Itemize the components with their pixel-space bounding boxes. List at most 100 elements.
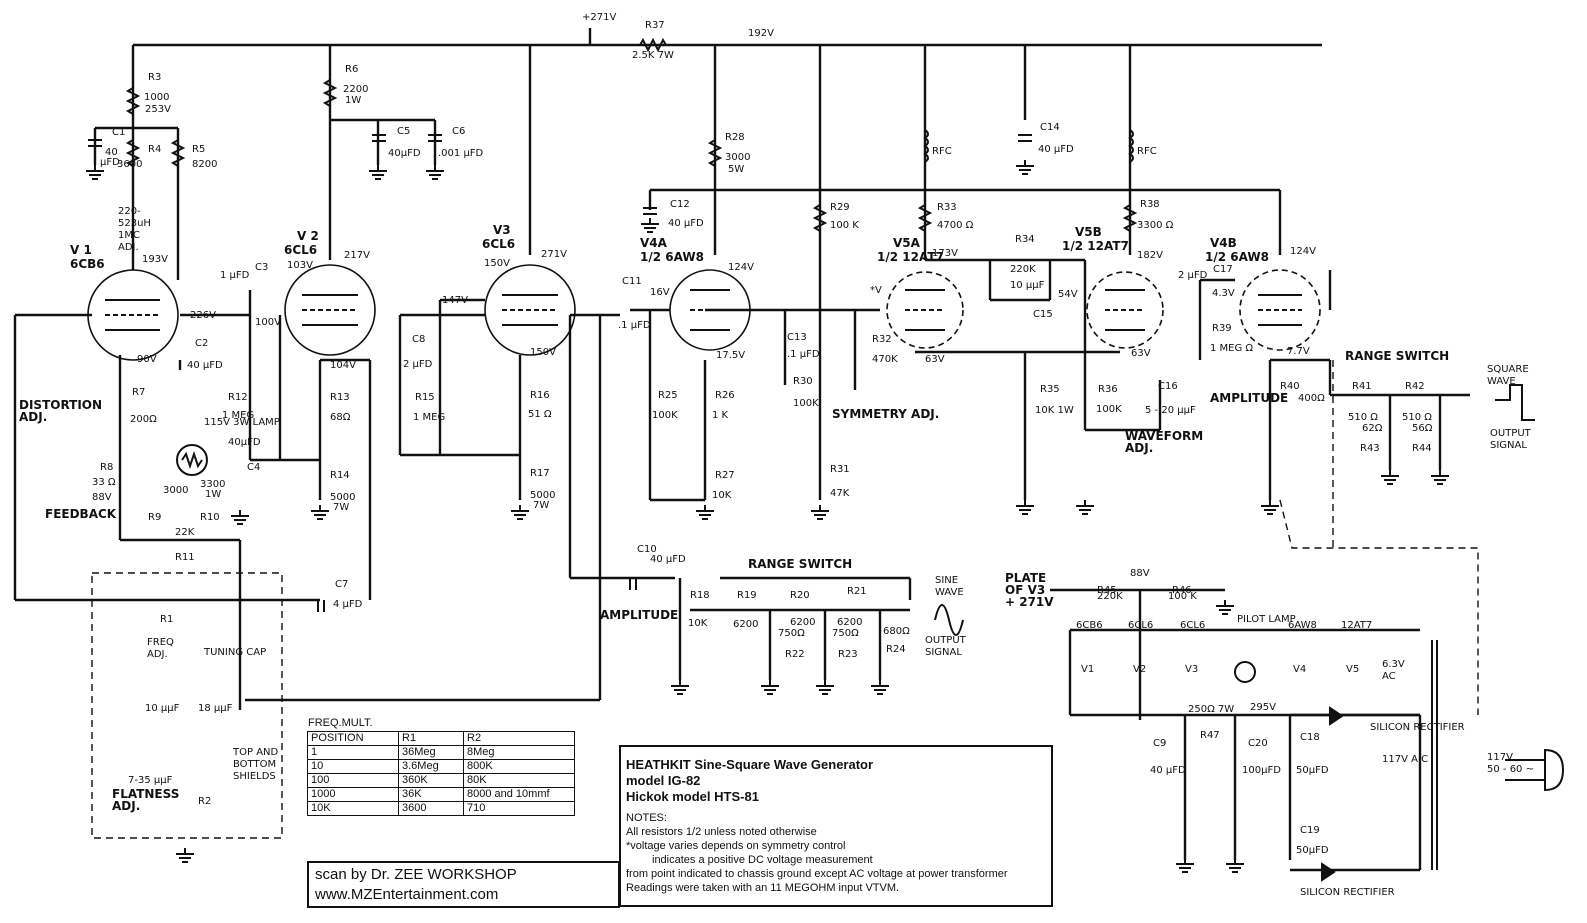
label-c1-unit: µFD	[100, 157, 120, 168]
label-v-192: 192V	[748, 28, 774, 39]
label-waveform-0: WAVEFORM	[1125, 429, 1203, 443]
label-v3-type: 6CL6	[482, 237, 515, 251]
label-r8: R8	[100, 462, 113, 473]
label-v4b-type: 1/2 6AW8	[1205, 250, 1269, 264]
label-r42-val: 510 Ω	[1402, 412, 1432, 423]
label-c13-val: .1 µFD	[787, 349, 820, 360]
label-distortion-1: ADJ.	[19, 410, 47, 424]
label-r6-w: 1W	[345, 95, 361, 106]
label-r42: R42	[1405, 381, 1425, 392]
label-r35: R35	[1040, 384, 1060, 395]
label-v5a-type: 1/2 12AT7	[877, 250, 944, 264]
label-c15-val: 10 µµF	[1010, 280, 1045, 291]
label-c-18uuf: 18 µµF	[198, 703, 233, 714]
label-r32-val: 470K	[872, 354, 898, 365]
label-c14-val: 40 µFD	[1038, 144, 1074, 155]
table-header-cell: R2	[463, 731, 575, 746]
label-c1: C1	[112, 127, 125, 138]
table-cell: 80K	[463, 773, 575, 788]
label-r45: R45	[1097, 585, 1117, 596]
label-r21-val: 6200	[837, 617, 862, 628]
label-r28-w: 5W	[728, 164, 744, 175]
label-c16: C16	[1158, 381, 1178, 392]
label-c16-val: 5 - 20 µµF	[1145, 405, 1196, 416]
table-header-cell: R1	[398, 731, 464, 746]
label-v117ac: 117V A C	[1382, 754, 1428, 765]
sine-wave-icon	[934, 604, 964, 636]
label-r10: R10	[200, 512, 220, 523]
table-cell: 10K	[307, 801, 399, 816]
label-c15: C15	[1033, 309, 1053, 320]
label-v-90: 90V	[137, 354, 157, 365]
label-r16-val: 51 Ω	[528, 409, 552, 420]
label-r33-val: 4700 Ω	[937, 220, 974, 231]
label-r39-val: 1 MEG Ω	[1210, 343, 1253, 354]
label-heater-ac-0: 6.3V	[1382, 659, 1405, 670]
label-r17-val: 5000	[530, 490, 555, 501]
label-r21: R21	[847, 586, 867, 597]
label-r22-val: 750Ω	[778, 628, 805, 639]
label-heater-tube-0: 6CB6	[1076, 620, 1103, 631]
label-c12: C12	[670, 199, 690, 210]
label-c9-val: 40 µFD	[1150, 765, 1186, 776]
label-r38: R38	[1140, 199, 1160, 210]
label-r18-val: 10K	[688, 618, 708, 629]
label-amplitude2: AMPLITUDE	[600, 608, 678, 622]
label-r36: R36	[1098, 384, 1118, 395]
label-v-88: 88V	[92, 492, 112, 503]
label-r39: R39	[1212, 323, 1232, 334]
label-r5-val: 8200	[192, 159, 217, 170]
label-r26: R26	[715, 390, 735, 401]
label-heater-ac-1: AC	[1382, 671, 1396, 682]
label-r25: R25	[658, 390, 678, 401]
label-c3: C3	[255, 262, 268, 273]
label-r35-val: 10K 1W	[1035, 405, 1074, 416]
table-cell: 3.6Meg	[398, 759, 464, 774]
label-c-flat: 7-35 µµF	[128, 775, 173, 786]
label-c2: C2	[195, 338, 208, 349]
label-pilot-lamp: PILOT LAMP	[1237, 614, 1296, 625]
label-r25-val: 100K	[652, 410, 678, 421]
plug-icon	[1544, 748, 1565, 792]
label-heater-v-1: V2	[1133, 664, 1146, 675]
label-r14: R14	[330, 470, 350, 481]
label-c19-val: 50µFD	[1296, 845, 1329, 856]
label-c4-val: 40µFD	[228, 437, 261, 448]
waveform-icons	[176, 384, 1565, 882]
shield-outline	[91, 360, 1479, 839]
label-r18: R18	[690, 590, 710, 601]
label-c13: C13	[787, 332, 807, 343]
label-v-193: 193V	[142, 254, 168, 265]
label-r15: R15	[415, 392, 435, 403]
label-r2: R2	[198, 796, 211, 807]
label-r30: R30	[793, 376, 813, 387]
label-v-175: 17.5V	[716, 350, 745, 361]
label-output-signal2-0: OUTPUT	[925, 635, 967, 646]
label-l1-2: 1MC	[118, 230, 140, 241]
label-silicon1: SILICON RECTIFIER	[1370, 722, 1465, 733]
label-plate-v3-2: + 271V	[1005, 595, 1054, 609]
label-r37-val: 2.5K 7W	[632, 50, 674, 61]
square-wave-icon	[1495, 384, 1535, 421]
note-line: indicates a positive DC voltage measurem…	[652, 854, 873, 866]
label-l1-0: 220-	[118, 206, 141, 217]
label-c8: C8	[412, 334, 425, 345]
label-c2-val: 40 µFD	[187, 360, 223, 371]
label-r44: R44	[1412, 443, 1432, 454]
label-r24: R24	[886, 644, 906, 655]
title-heathkit: HEATHKIT Sine-Square Wave Generator	[626, 757, 874, 772]
label-r47: R47	[1200, 730, 1220, 741]
label-r23: R23	[838, 649, 858, 660]
label-v4a-name: V4A	[640, 236, 668, 250]
tubes	[87, 264, 1321, 361]
label-v-104: 104V	[330, 360, 356, 371]
label-c10: C10	[637, 544, 657, 555]
label-r7: R7	[132, 387, 145, 398]
table-cell: 800K	[463, 759, 575, 774]
label-r17-w: 7W	[533, 500, 549, 511]
lamp-icon	[176, 444, 208, 476]
label-r46: R46	[1172, 585, 1192, 596]
label-c-10uuf: 10 µµF	[145, 703, 180, 714]
